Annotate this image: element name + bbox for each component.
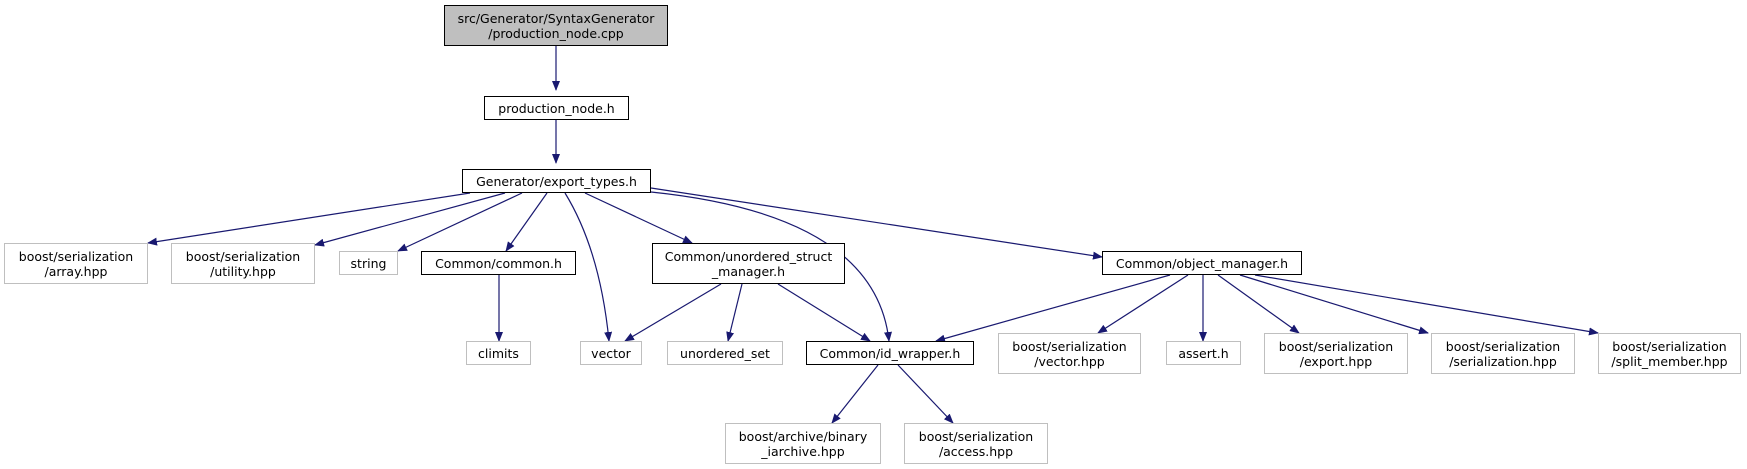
node-common-common-h[interactable]: Common/common.h bbox=[421, 251, 576, 275]
node-label: boost/serialization /utility.hpp bbox=[185, 248, 301, 279]
edge-n2-to-n3 bbox=[147, 192, 471, 246]
node-assert-h[interactable]: assert.h bbox=[1166, 341, 1241, 365]
edge-n8-to-n12 bbox=[935, 274, 1171, 343]
node-common-unordered-struct-manager-h[interactable]: Common/unordered_struct _manager.h bbox=[652, 243, 845, 284]
node-label: boost/serialization /export.hpp bbox=[1278, 338, 1394, 369]
edge-n2-to-n5 bbox=[397, 192, 523, 252]
node-boost-serialization-serialization-hpp[interactable]: boost/serialization /serialization.hpp bbox=[1431, 333, 1575, 374]
node-label: assert.h bbox=[1178, 345, 1229, 361]
node-label: boost/serialization /serialization.hpp bbox=[1445, 338, 1561, 369]
node-common-id-wrapper-h[interactable]: Common/id_wrapper.h bbox=[806, 341, 974, 365]
edge-n7-to-n11 bbox=[726, 283, 743, 342]
node-label: string bbox=[350, 255, 387, 271]
node-label: boost/archive/binary _iarchive.hpp bbox=[738, 428, 868, 459]
node-boost-serialization-vector-hpp[interactable]: boost/serialization /vector.hpp bbox=[998, 333, 1141, 374]
node-label: Common/unordered_struct _manager.h bbox=[664, 248, 833, 279]
edge-n8-to-n13 bbox=[1097, 274, 1189, 334]
node-common-object-manager-h[interactable]: Common/object_manager.h bbox=[1102, 251, 1302, 275]
node-boost-serialization-export-hpp[interactable]: boost/serialization /export.hpp bbox=[1264, 333, 1408, 374]
node-label: Generator/export_types.h bbox=[476, 173, 637, 189]
edge-n2-to-n10 bbox=[564, 192, 613, 342]
node-vector[interactable]: vector bbox=[580, 341, 642, 365]
node-label: boost/serialization /access.hpp bbox=[918, 428, 1034, 459]
edge-n7-to-n12 bbox=[777, 283, 871, 342]
node-climits[interactable]: climits bbox=[466, 341, 531, 365]
node-label: src/Generator/SyntaxGenerator /productio… bbox=[457, 10, 655, 41]
edge-n8-to-n17 bbox=[1254, 274, 1599, 336]
node-boost-archive-binary-iarchive-hpp[interactable]: boost/archive/binary _iarchive.hpp bbox=[725, 423, 881, 464]
node-label: Common/common.h bbox=[435, 255, 562, 271]
node-production-node-h[interactable]: production_node.h bbox=[484, 96, 629, 120]
node-label: Common/object_manager.h bbox=[1115, 255, 1289, 271]
node-label: climits bbox=[478, 345, 519, 361]
edge-n12-to-n19 bbox=[897, 364, 954, 424]
node-label: unordered_set bbox=[680, 345, 770, 361]
edge-n2-to-n8 bbox=[650, 187, 1103, 260]
node-label: production_node.h bbox=[498, 100, 615, 116]
node-boost-serialization-array-hpp[interactable]: boost/serialization /array.hpp bbox=[4, 243, 148, 284]
node-label: vector bbox=[591, 345, 631, 361]
edge-n7-to-n10 bbox=[624, 283, 722, 342]
node-generator-export-types-h[interactable]: Generator/export_types.h bbox=[462, 169, 651, 193]
edge-n12-to-n18 bbox=[831, 364, 879, 424]
node-boost-serialization-access-hpp[interactable]: boost/serialization /access.hpp bbox=[904, 423, 1048, 464]
edge-n2-to-n4 bbox=[314, 192, 506, 247]
edge-n8-to-n16 bbox=[1239, 274, 1429, 335]
edge-n2-to-n12 bbox=[650, 191, 892, 342]
edge-n2-to-n7 bbox=[584, 192, 693, 244]
node-label: boost/serialization /array.hpp bbox=[18, 248, 134, 279]
edge-n8-to-n15 bbox=[1217, 274, 1300, 334]
node-label: Common/id_wrapper.h bbox=[819, 345, 961, 361]
node-boost-serialization-utility-hpp[interactable]: boost/serialization /utility.hpp bbox=[171, 243, 315, 284]
node-string[interactable]: string bbox=[339, 251, 398, 275]
node-boost-serialization-split-member-hpp[interactable]: boost/serialization /split_member.hpp bbox=[1598, 333, 1741, 374]
node-label: boost/serialization /vector.hpp bbox=[1012, 338, 1127, 369]
edge-n2-to-n6 bbox=[505, 192, 548, 252]
node-src-generator-syntaxgenerator-production-node-cpp[interactable]: src/Generator/SyntaxGenerator /productio… bbox=[444, 5, 668, 46]
node-label: boost/serialization /split_member.hpp bbox=[1611, 338, 1728, 369]
node-unordered-set[interactable]: unordered_set bbox=[667, 341, 783, 365]
